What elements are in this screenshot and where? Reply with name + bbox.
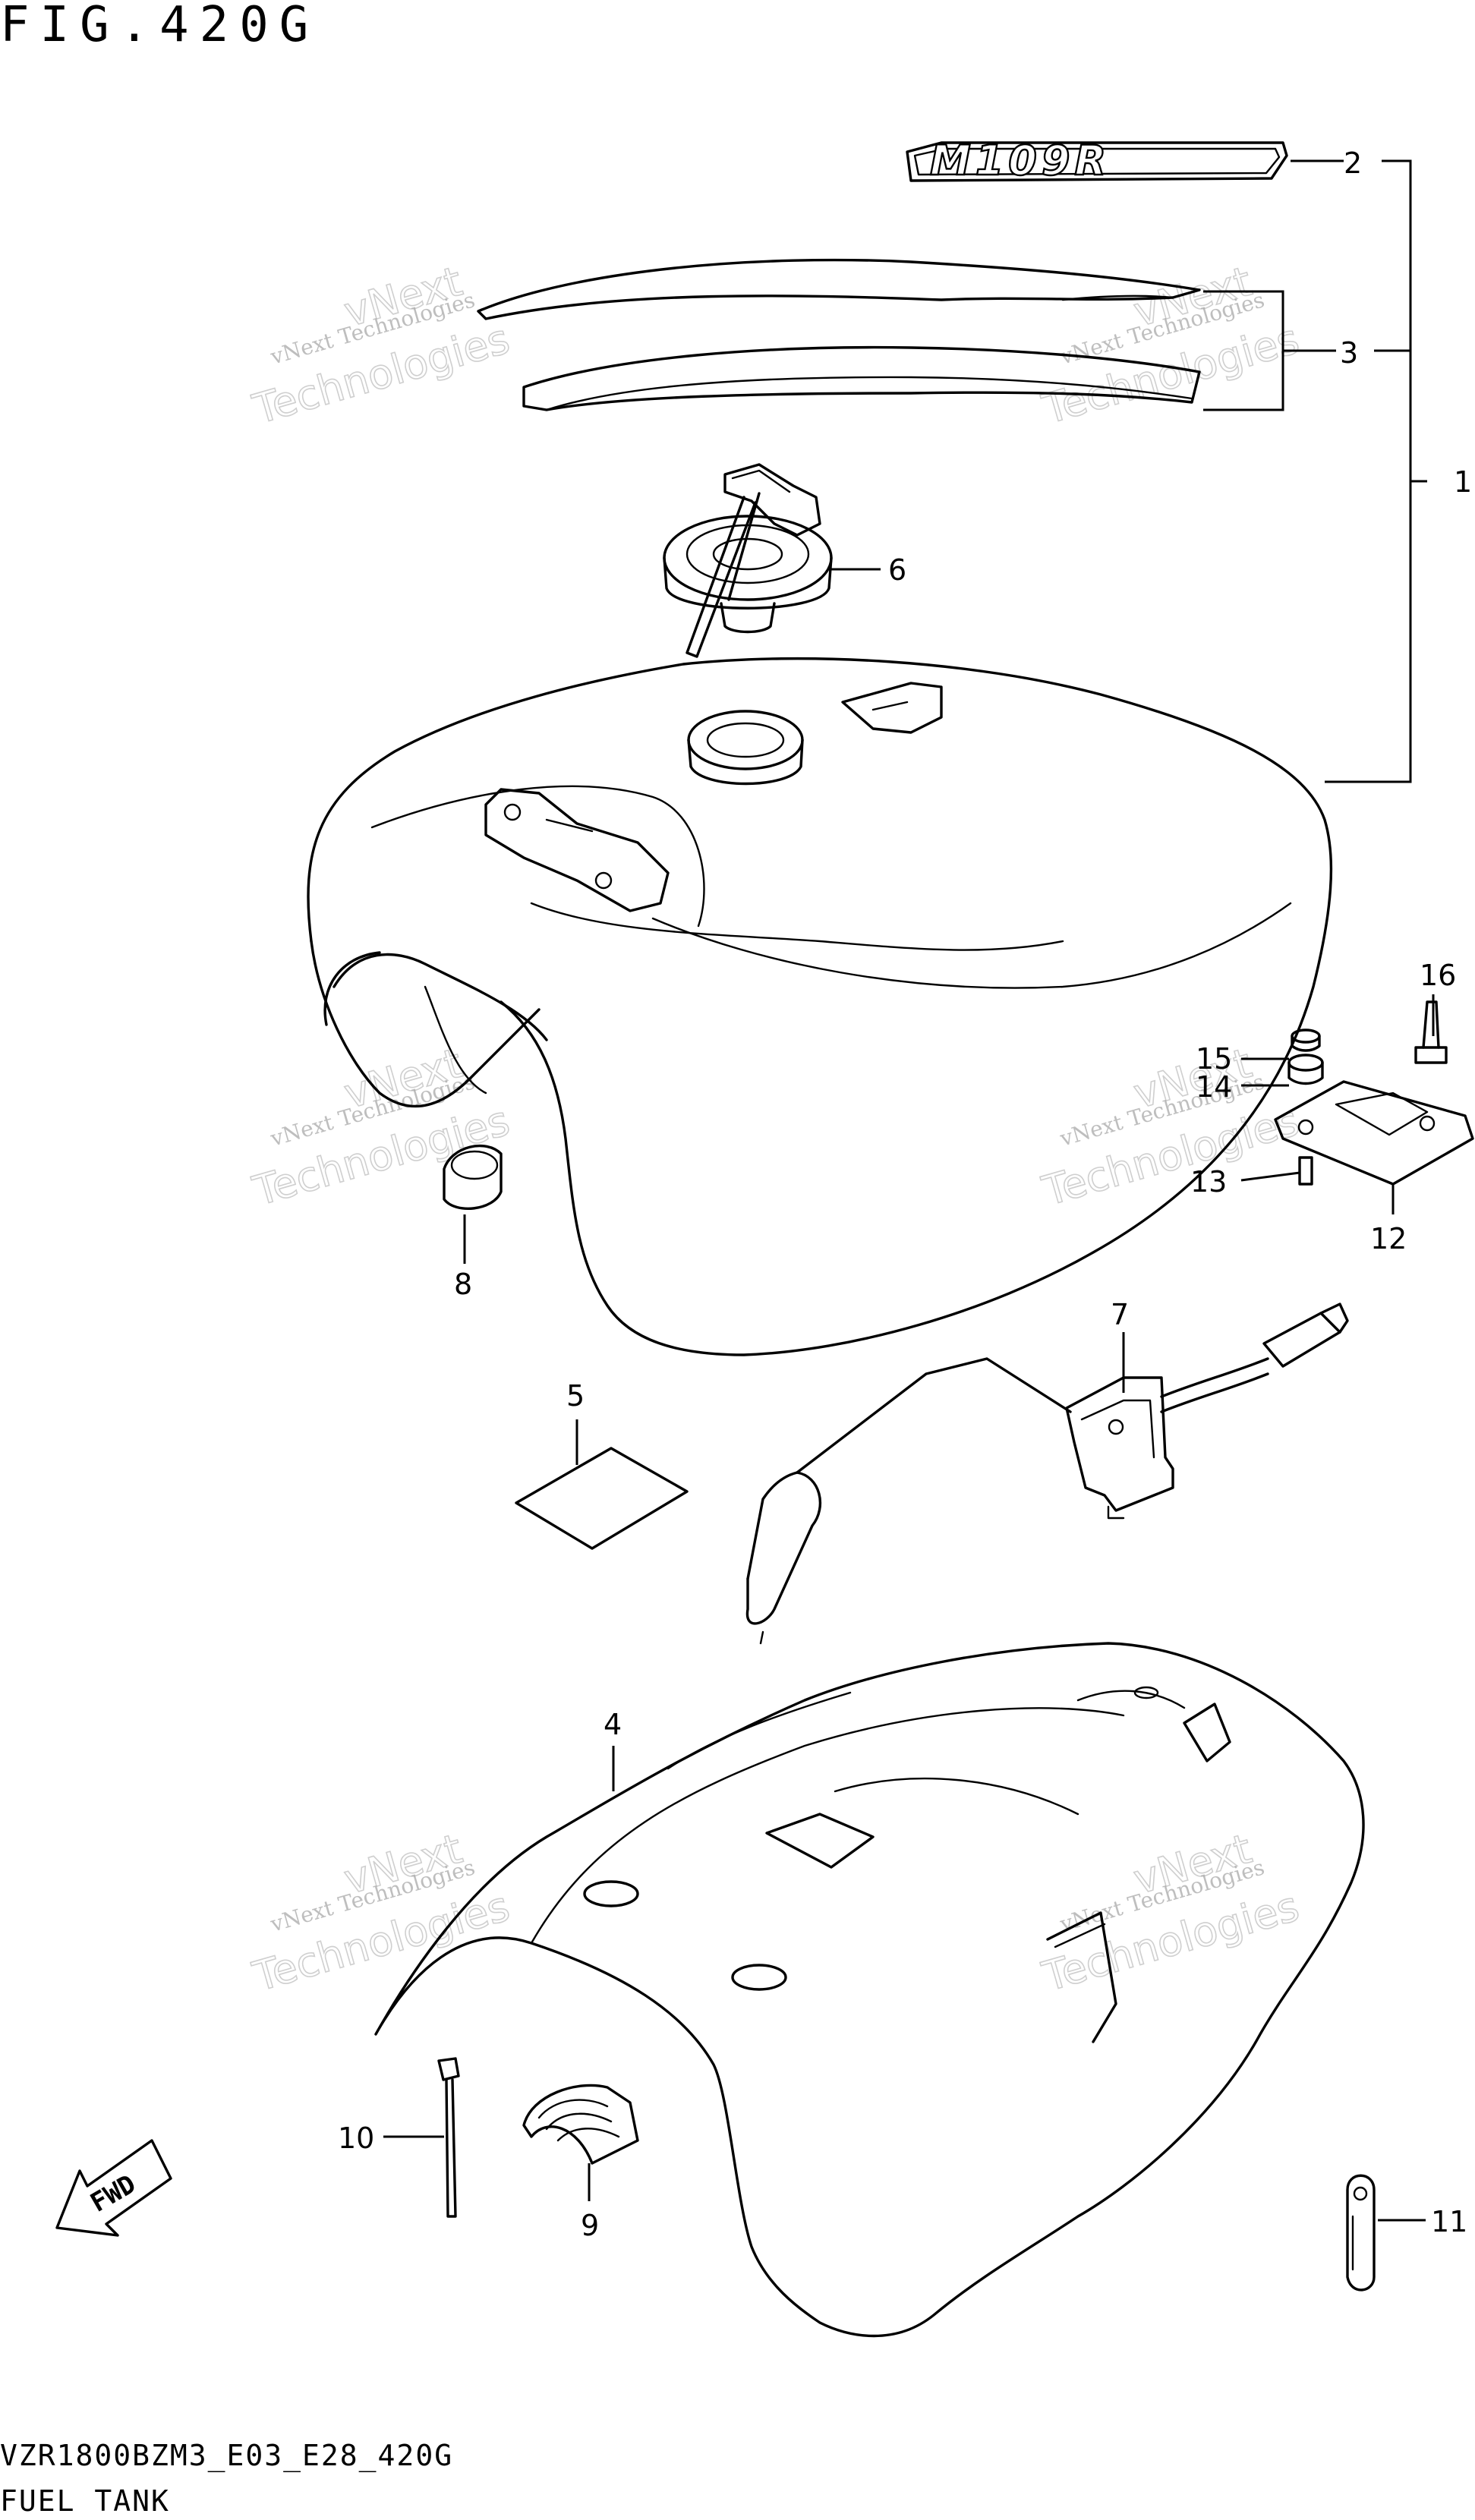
callout-15: 15 — [1196, 1042, 1232, 1076]
callout-16: 16 — [1420, 959, 1456, 992]
figure-code: VZR1800BZM3_E03_E28_420G — [0, 2439, 453, 2473]
forward-arrow-icon: FWD — [55, 2139, 172, 2237]
pad — [515, 1447, 689, 1550]
fuel-cap — [663, 463, 833, 658]
callout-13: 13 — [1190, 1165, 1227, 1199]
clamp — [522, 2084, 639, 2165]
callout-10: 10 — [338, 2122, 374, 2155]
callout-2: 2 — [1344, 146, 1362, 180]
callout-6: 6 — [888, 553, 906, 587]
figure-name: FUEL TANK — [0, 2484, 170, 2518]
callout-4: 4 — [604, 1708, 622, 1741]
callout-3: 3 — [1340, 336, 1358, 370]
leader-lines — [383, 159, 1435, 2222]
mounting-bracket — [1274, 1000, 1474, 1186]
callout-11: 11 — [1431, 2205, 1467, 2238]
callout-12: 12 — [1370, 1222, 1407, 1255]
watermark-group: vNext Technologies vNext Technologies vN… — [247, 257, 1304, 2002]
fuel-level-gauge — [745, 1303, 1349, 1645]
cushion — [443, 1144, 503, 1210]
emblem-decal: M109R — [906, 136, 1288, 185]
fuel-tank — [307, 657, 1333, 1356]
callout-1: 1 — [1454, 465, 1472, 499]
heat-shield — [374, 1642, 1365, 2338]
callout-8: 8 — [454, 1268, 472, 1301]
clip — [1346, 2174, 1376, 2292]
callout-7: 7 — [1111, 1298, 1129, 1331]
forward-label: FWD — [86, 2169, 141, 2218]
emblem-text: M109R — [930, 137, 1111, 184]
callout-5: 5 — [566, 1379, 585, 1413]
callout-labels: 2 1 3 6 8 5 7 15 14 13 12 16 4 10 9 11 — [338, 146, 1472, 2242]
figure-title: FIG.420G — [0, 0, 319, 53]
callout-14: 14 — [1196, 1070, 1232, 1104]
callout-9: 9 — [581, 2209, 599, 2242]
stripe-decals — [477, 258, 1201, 411]
cable-tie — [437, 2057, 460, 2218]
